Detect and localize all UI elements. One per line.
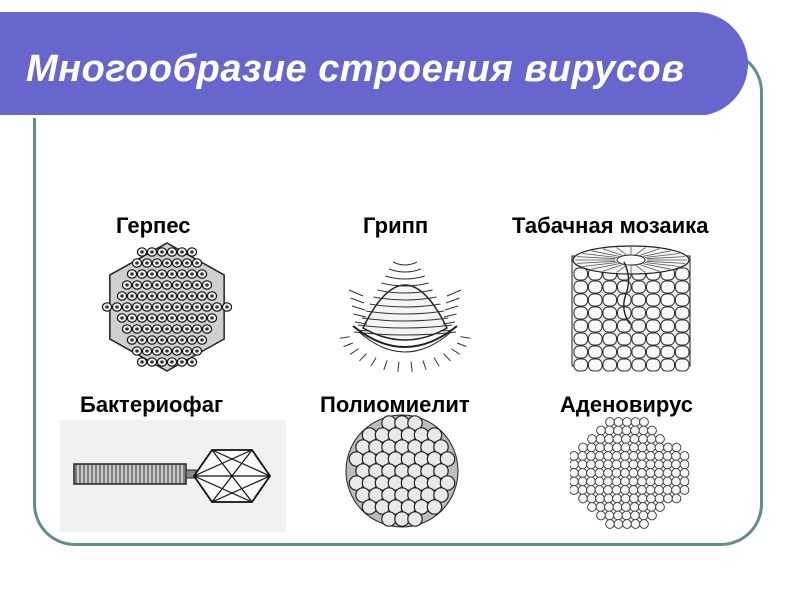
bacteriophage-icon bbox=[60, 420, 286, 532]
slide-title: Многообразие строения вирусов bbox=[26, 48, 685, 90]
herpes-virus-icon bbox=[92, 240, 242, 375]
adenovirus-icon bbox=[570, 414, 690, 534]
label-poliovirus: Полиомиелит bbox=[320, 392, 470, 417]
label-adenovirus: Аденовирус bbox=[560, 392, 693, 417]
label-herpes: Герпес bbox=[116, 213, 191, 238]
label-influenza: Грипп bbox=[363, 213, 429, 238]
poliovirus-icon bbox=[342, 412, 462, 530]
tobacco-mosaic-virus-icon bbox=[566, 238, 696, 378]
label-bacteriophage: Бактериофаг bbox=[80, 392, 224, 417]
influenza-virus-icon bbox=[335, 240, 475, 380]
title-underline bbox=[0, 115, 706, 118]
title-banner: Многообразие строения вирусов bbox=[0, 12, 748, 118]
label-tobacco-mosaic: Табачная мозаика bbox=[512, 213, 709, 238]
